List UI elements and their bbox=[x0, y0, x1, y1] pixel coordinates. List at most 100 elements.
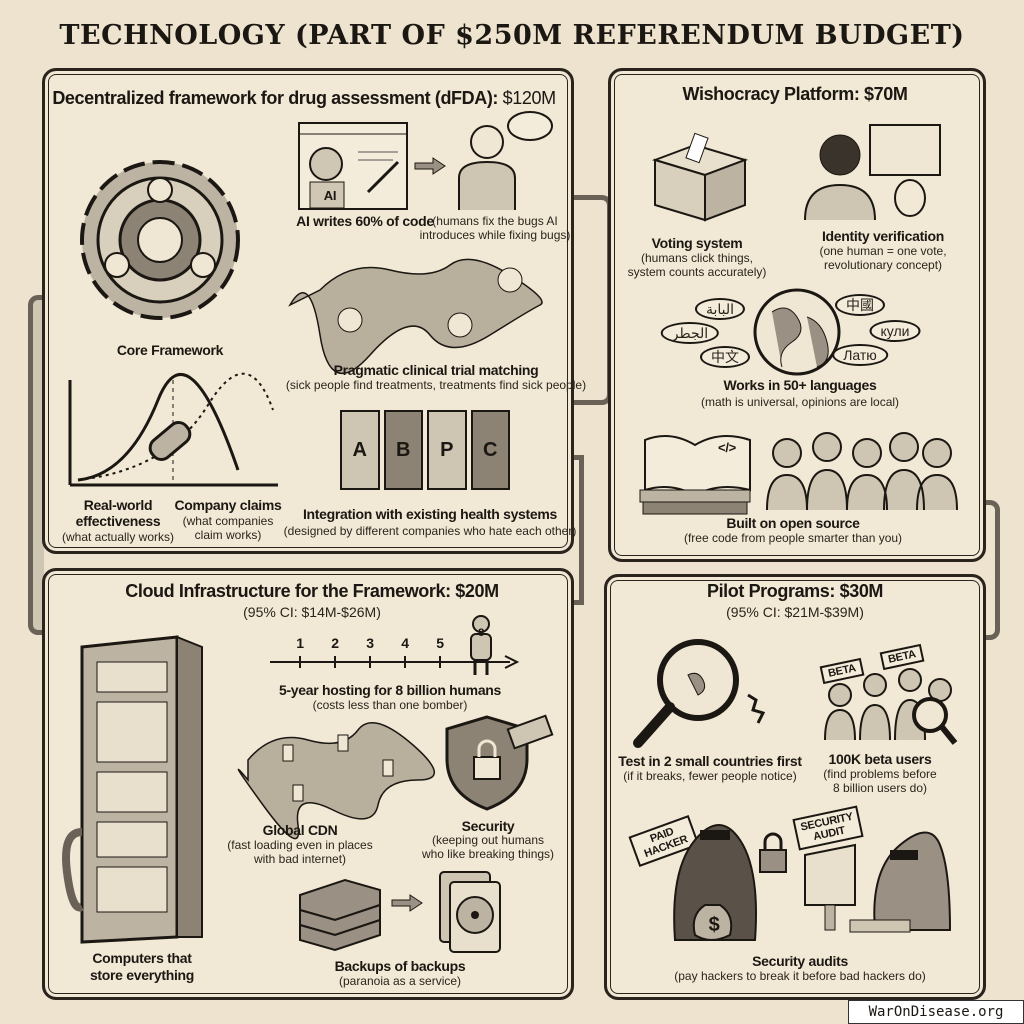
ai-label: AI writes 60% of code bbox=[296, 213, 434, 229]
identity-label: Identity verification bbox=[821, 228, 945, 244]
ai-badge: AI bbox=[323, 188, 337, 203]
identity-person-icon bbox=[804, 124, 941, 221]
auditor-at-computer-icon bbox=[804, 831, 952, 933]
test-countries-sub: (if it breaks, fewer people notice) bbox=[623, 769, 797, 783]
watermark-link[interactable]: WarOnDisease.org bbox=[848, 1000, 1024, 1024]
open-source-sub: (free code from people smarter than you) bbox=[683, 531, 903, 545]
puzzle-piece: B bbox=[383, 410, 423, 490]
speech-bubble: кули bbox=[869, 320, 921, 342]
test-countries-label: Test in 2 small countries first bbox=[618, 753, 802, 769]
languages-sub: (math is universal, opinions are local) bbox=[700, 395, 900, 409]
real-world-line1: Real-world bbox=[83, 497, 153, 513]
cdn-sub-line1: (fast loading even in places bbox=[227, 838, 373, 852]
hosting-label: 5-year hosting for 8 billion humans bbox=[278, 682, 502, 698]
ballot-box-icon bbox=[651, 132, 749, 222]
real-world-sub: (what actually works) bbox=[61, 530, 175, 544]
dfda-heading-text: Decentralized framework for drug assessm… bbox=[52, 88, 499, 108]
page-title: TECHNOLOGY (PART OF $250M REFERENDUM BUD… bbox=[59, 20, 965, 51]
beta-users-label: 100K beta users bbox=[828, 751, 932, 767]
person-icon bbox=[470, 615, 492, 675]
world-map-cdn bbox=[237, 722, 436, 840]
world-map-trials bbox=[288, 258, 543, 374]
timeline-axis bbox=[270, 655, 520, 669]
identity-sub-line1: (one human = one vote, bbox=[819, 244, 947, 258]
trial-matching-sub: (sick people find treatments, treatments… bbox=[285, 378, 587, 392]
cloud-ci: (95% CI: $14M-$26M) bbox=[243, 604, 381, 620]
year-tick: 5 bbox=[436, 635, 444, 651]
puzzle-piece: C bbox=[470, 410, 510, 490]
identity-sub-line2: revolutionary concept) bbox=[823, 258, 943, 272]
arrow-icon bbox=[391, 894, 423, 912]
wishocracy-heading: Wishocracy Platform: $70M bbox=[682, 84, 908, 104]
hosting-sub: (costs less than one bomber) bbox=[312, 698, 468, 712]
open-book-icon bbox=[639, 435, 751, 515]
security-sub-line1: (keeping out humans bbox=[431, 833, 545, 847]
speech-bubble: 中文 bbox=[700, 346, 750, 368]
tape-stack-icon bbox=[299, 878, 381, 952]
puzzle-piece: A bbox=[340, 410, 380, 490]
beta-users-sub-line2: 8 billion users do) bbox=[832, 781, 928, 795]
pilot-heading: Pilot Programs: $30M bbox=[706, 581, 884, 601]
voting-sub-line2: system counts accurately) bbox=[627, 265, 767, 279]
integration-sub: (designed by different companies who hat… bbox=[283, 524, 577, 538]
effectiveness-chart bbox=[68, 372, 278, 487]
dfda-amount: $120M bbox=[502, 88, 556, 108]
cdn-label: Global CDN bbox=[262, 822, 338, 838]
puzzle-pieces: A B P C bbox=[340, 410, 510, 490]
worker-with-wrench bbox=[458, 111, 553, 210]
people-group-icon bbox=[766, 432, 958, 511]
backups-label: Backups of backups bbox=[334, 958, 466, 974]
hacker-with-money-icon bbox=[673, 824, 787, 941]
dfda-heading: Decentralized framework for drug assessm… bbox=[52, 88, 556, 109]
security-audits-label: Security audits bbox=[752, 953, 848, 969]
open-source-label: Built on open source bbox=[726, 515, 860, 531]
connector-pipe bbox=[28, 295, 44, 635]
puzzle-piece: P bbox=[427, 410, 467, 490]
core-framework-label: Core Framework bbox=[116, 342, 224, 358]
code-symbol: </> bbox=[718, 440, 736, 455]
identity-sub: (one human = one vote,revolutionary conc… bbox=[819, 244, 946, 272]
beta-users-sub-line1: (find problems before bbox=[823, 767, 937, 781]
server-rack-icon bbox=[62, 635, 203, 944]
connector-pipe bbox=[982, 500, 1000, 640]
arrow-icon bbox=[414, 157, 446, 175]
security-audits-sub: (pay hackers to break it before bad hack… bbox=[674, 969, 926, 983]
hard-drive-icon bbox=[439, 871, 501, 953]
computers-line1: Computers that bbox=[92, 950, 192, 966]
company-claims-line2: claim works) bbox=[194, 528, 262, 542]
speech-bubble: Латю bbox=[832, 344, 888, 366]
year-tick: 1 bbox=[296, 635, 304, 651]
pilot-panel bbox=[604, 574, 986, 1000]
speech-bubble: 中國 bbox=[835, 294, 885, 316]
year-tick: 3 bbox=[366, 635, 374, 651]
security-sub-line2: who like breaking things) bbox=[421, 847, 555, 861]
speech-bubble: البابة bbox=[694, 298, 746, 320]
cdn-sub-line2: with bad internet) bbox=[253, 852, 347, 866]
voting-label: Voting system bbox=[651, 235, 743, 251]
humans-fix-line2: introduces while fixing bugs) bbox=[419, 228, 571, 242]
company-claims-line1: (what companies bbox=[182, 514, 274, 528]
globe-icon bbox=[753, 288, 841, 376]
dollar-sign: $ bbox=[708, 914, 720, 936]
pilot-ci: (95% CI: $21M-$39M) bbox=[726, 604, 864, 620]
beta-users-group-icon bbox=[824, 668, 958, 745]
speech-bubble: الجطر bbox=[660, 322, 720, 344]
security-label: Security bbox=[461, 818, 515, 834]
humans-fix-line1: (humans fix the bugs AI bbox=[432, 214, 558, 228]
languages-label: Works in 50+ languages bbox=[723, 377, 877, 393]
company-claims-label: Company claims bbox=[174, 497, 282, 513]
year-tick: 2 bbox=[331, 635, 339, 651]
computers-line2: store everything bbox=[89, 967, 195, 983]
connector-pipe bbox=[572, 455, 584, 605]
voting-sub: (humans click things,system counts accur… bbox=[628, 251, 767, 279]
real-world-line2: effectiveness bbox=[75, 513, 161, 529]
integration-label: Integration with existing health systems bbox=[302, 506, 558, 522]
trial-matching-label: Pragmatic clinical trial matching bbox=[333, 362, 539, 378]
